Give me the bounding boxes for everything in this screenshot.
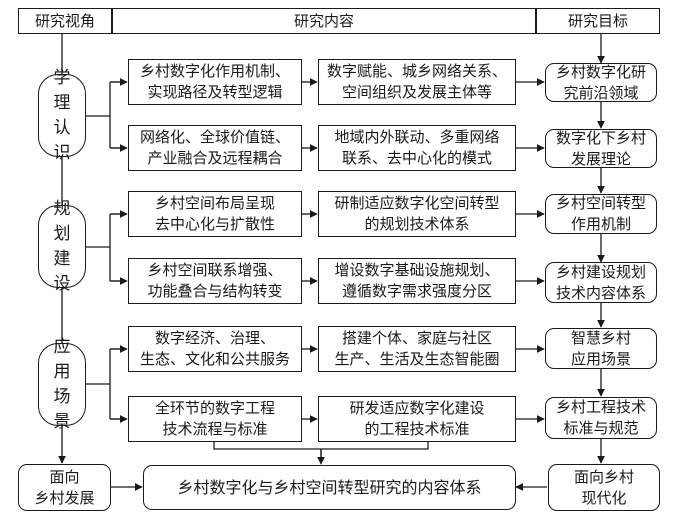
row-5-content: 搭建个体、家庭与社区 生产、生活及生态智能圈: [318, 326, 516, 372]
row-2-content: 地域内外联动、多重网络 联系、去中心化的模式: [318, 125, 516, 171]
row-1-content: 数字赋能、城乡网络关系、 空间组织及发展主体等: [318, 59, 516, 105]
row-4-mechanism: 乡村空间联系增强、 功能叠合与结构转变: [128, 258, 302, 304]
row-3-goal: 乡村空间转型 作用机制: [545, 194, 657, 234]
perspective-planning: 规 划 建 设: [38, 199, 86, 294]
header-goal: 研究目标: [536, 8, 660, 34]
row-1-goal: 乡村数字化研 究前沿领域: [545, 63, 657, 102]
perspective-theory: 学 理 认 识: [38, 68, 86, 163]
row-6-mechanism: 全环节的数字工程 技术流程与标准: [128, 396, 302, 442]
bracket-2: [86, 213, 126, 282]
header-perspective: 研究视角: [18, 8, 112, 34]
row-6-content: 研发适应数字化建设 的工程技术标准: [318, 396, 516, 442]
header-content: 研究内容: [112, 8, 536, 34]
row-5-mechanism: 数字经济、治理、 生态、文化和公共服务: [128, 326, 302, 372]
row-2-mechanism: 网络化、全球价值链、 产业融合及远程耦合: [128, 125, 302, 171]
row-4-goal: 乡村建设规划 技术内容体系: [545, 262, 657, 303]
bracket-1: [86, 81, 126, 149]
row-4-content: 增设数字基础设施规划、 遵循数字需求强度分区: [318, 258, 516, 304]
row-3-content: 研制适应数字化空间转型 的规划技术体系: [318, 191, 516, 237]
footer-rural-modernization: 面向乡村 现代化: [548, 464, 660, 511]
row-2-goal: 数字化下乡村 发展理论: [545, 129, 657, 168]
row-5-goal: 智慧乡村 应用场景: [545, 328, 657, 369]
footer-content-system: 乡村数字化与乡村空间转型研究的内容体系: [143, 465, 516, 510]
bracket-3: [86, 348, 126, 420]
row-3-mechanism: 乡村空间布局呈现 去中心化与扩散性: [128, 191, 302, 237]
row-6-goal: 乡村工程技术 标准与规范: [545, 397, 657, 439]
row-1-mechanism: 乡村数字化作用机制、 实现路径及转型逻辑: [128, 59, 302, 105]
footer-rural-development: 面向 乡村发展: [18, 464, 111, 511]
perspective-application: 应 用 场 景: [38, 337, 86, 432]
